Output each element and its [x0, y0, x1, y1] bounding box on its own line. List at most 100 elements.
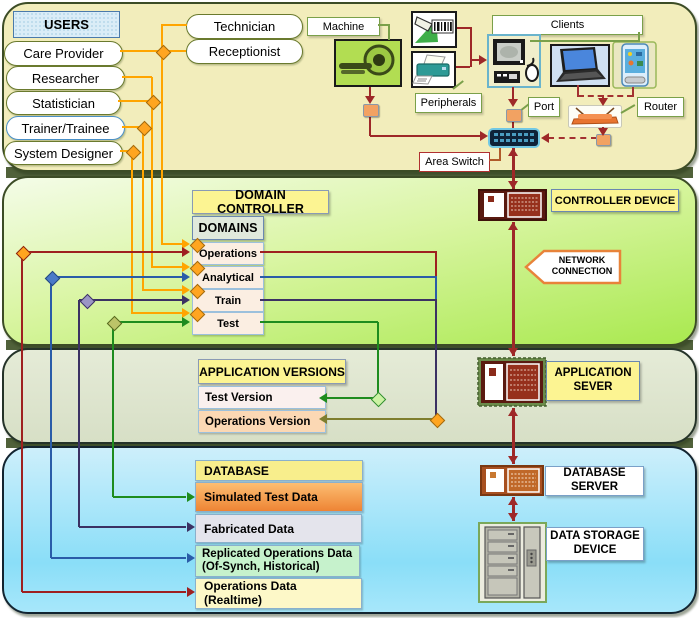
data-storage-device-icon — [478, 522, 547, 603]
router-icon — [568, 105, 622, 128]
application-server-icon — [477, 357, 547, 407]
line — [388, 24, 390, 40]
port-icon — [363, 104, 379, 117]
user-care-provider: Care Provider — [4, 41, 123, 66]
domain-controller-header-text: DOMAIN CONTROLLER — [217, 188, 304, 216]
arrowhead — [508, 99, 518, 107]
data-storage-line1: DATA STORAGE — [550, 530, 640, 543]
database-header-text: DATABASE — [204, 463, 269, 478]
replicated-line1: Replicated Operations Data — [202, 547, 353, 560]
controller-device-icon — [478, 189, 547, 221]
simulated-test-data-row: Simulated Test Data — [195, 482, 363, 512]
line — [602, 95, 604, 100]
application-versions-header: APPLICATION VERSIONS — [198, 359, 346, 384]
desktop-computer-icon — [487, 34, 541, 88]
line — [260, 251, 437, 253]
arrowhead — [508, 408, 518, 416]
line — [512, 87, 514, 99]
data-storage-line2: DEVICE — [573, 544, 617, 556]
fabricated-data-label: Fabricated Data — [204, 521, 295, 536]
area-switch-label: Area Switch — [419, 152, 490, 172]
line — [21, 252, 23, 592]
arrowhead — [182, 272, 190, 282]
line — [113, 496, 186, 498]
user-trainer-trainee: Trainer/Trainee — [6, 116, 125, 140]
machine-label-text: Machine — [322, 20, 365, 33]
line — [120, 50, 186, 52]
arrowhead — [187, 553, 195, 563]
arrowhead — [508, 497, 518, 505]
port-label-text: Port — [533, 101, 555, 113]
line — [118, 100, 152, 102]
line — [638, 32, 640, 41]
line — [113, 321, 183, 323]
line — [112, 322, 114, 497]
arrowhead — [319, 393, 327, 403]
clients-label: Clients — [492, 15, 643, 35]
line — [131, 151, 133, 314]
database-server-line2: SERVER — [570, 481, 619, 493]
router-label-text: Router — [643, 101, 678, 113]
test-version-label: Test Version — [205, 391, 273, 404]
arrowhead — [508, 513, 518, 521]
line — [548, 137, 597, 139]
arrowhead — [187, 522, 195, 532]
user-label: Researcher — [31, 70, 100, 86]
operations-data-row: Operations Data(Realtime) — [195, 578, 362, 609]
user-label: Care Provider — [23, 46, 104, 61]
line — [512, 222, 515, 356]
domain-label: Train — [214, 294, 242, 307]
controller-device-label: CONTROLLER DEVICE — [551, 189, 679, 212]
operations-data-line2: (Realtime) — [204, 592, 263, 607]
arrowhead — [182, 285, 190, 295]
arrowhead — [508, 222, 518, 230]
network-connection-line2: CONNECTION — [551, 266, 613, 277]
line — [22, 591, 186, 593]
line — [435, 300, 437, 419]
domain-controller-header: DOMAIN CONTROLLER — [192, 188, 329, 216]
laptop-icon — [550, 44, 610, 87]
line — [578, 95, 633, 97]
test-version-row: Test Version — [198, 386, 326, 409]
line — [435, 277, 437, 300]
line — [78, 300, 80, 527]
arrowhead — [319, 414, 327, 424]
application-server-line2: SEVER — [573, 381, 613, 393]
database-header: DATABASE — [195, 460, 363, 481]
line — [512, 408, 515, 464]
line — [54, 276, 182, 278]
users-header: USERS — [13, 11, 120, 38]
line — [122, 76, 152, 78]
line — [456, 66, 470, 68]
users-header-label: USERS — [44, 17, 89, 32]
arrowhead — [508, 148, 518, 156]
domain-operations: Operations — [192, 242, 264, 265]
domain-analytical: Analytical — [192, 266, 264, 289]
domain-train: Train — [192, 289, 264, 312]
arrowhead — [182, 247, 190, 257]
line — [326, 418, 436, 420]
line — [260, 321, 378, 323]
line — [632, 87, 634, 97]
line — [50, 277, 52, 558]
area-switch-icon — [488, 128, 540, 148]
printer-icon — [411, 51, 456, 88]
line — [577, 85, 579, 97]
line — [51, 557, 186, 559]
area-switch-label-text: Area Switch — [425, 156, 484, 168]
arrowhead — [182, 262, 190, 272]
line — [122, 126, 143, 128]
line — [512, 148, 515, 189]
user-label: Trainer/Trainee — [21, 120, 110, 136]
line — [162, 243, 184, 245]
line — [25, 251, 182, 253]
user-label: Technician — [213, 19, 276, 34]
user-technician: Technician — [186, 14, 303, 39]
user-label: System Designer — [14, 145, 113, 161]
peripherals-label: Peripherals — [415, 93, 482, 113]
pda-icon — [612, 41, 657, 89]
